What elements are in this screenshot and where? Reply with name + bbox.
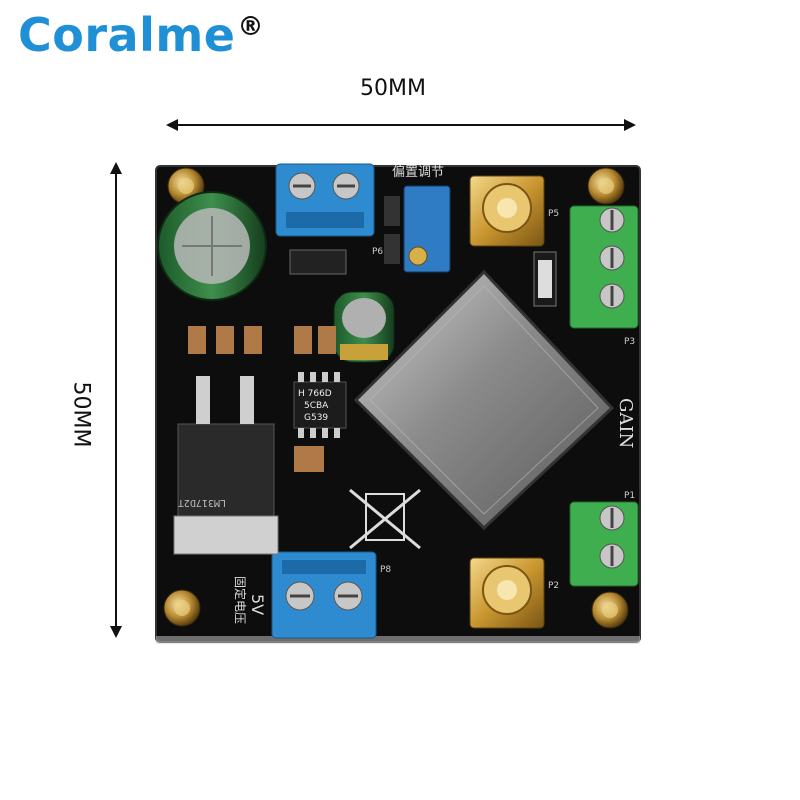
brand-name: Coralme bbox=[18, 8, 236, 62]
voltage-regulator bbox=[173, 376, 279, 555]
label-p6: P6 bbox=[372, 247, 383, 257]
electrolytic-capacitor-large bbox=[157, 191, 267, 301]
label-chip-line3: G539 bbox=[304, 413, 328, 423]
label-5v: 5V bbox=[248, 594, 267, 615]
label-chip-line1: H 766D bbox=[298, 389, 332, 399]
electrolytic-capacitor-small bbox=[333, 291, 395, 363]
mounting-screw-top-right bbox=[587, 167, 625, 205]
green-terminal-bottom bbox=[569, 501, 639, 587]
trimmer-potentiometer bbox=[403, 185, 451, 273]
label-fixed-voltage: 固定电压 bbox=[233, 576, 248, 624]
green-terminal-top bbox=[569, 205, 639, 329]
brand-logo: Coralme® bbox=[18, 8, 264, 62]
label-p1: P1 bbox=[624, 491, 635, 501]
label-gain: GAIN bbox=[615, 398, 636, 448]
width-dimension-arrow bbox=[166, 119, 636, 131]
height-dimension-arrow bbox=[110, 162, 122, 638]
disposal-bin-icon bbox=[349, 488, 421, 550]
mounting-screw-bottom-left bbox=[163, 589, 201, 627]
ic-chip bbox=[293, 372, 347, 438]
sma-connector-bottom bbox=[469, 557, 545, 629]
jumper-header bbox=[533, 251, 557, 307]
registered-mark: ® bbox=[237, 12, 264, 42]
label-p8: P8 bbox=[380, 565, 391, 575]
label-p5: P5 bbox=[548, 209, 559, 219]
sma-connector-top bbox=[469, 175, 545, 247]
blue-terminal-bottom bbox=[271, 551, 377, 639]
smd-capacitors bbox=[188, 196, 400, 472]
label-regulator: LM317D2T bbox=[178, 497, 226, 508]
label-chip-line2: 5CBA bbox=[304, 401, 329, 411]
width-dimension-label: 50MM bbox=[360, 76, 426, 101]
label-p3: P3 bbox=[624, 337, 635, 347]
blue-terminal-top bbox=[275, 163, 375, 237]
label-bias: 偏置调节 bbox=[392, 165, 444, 180]
shielded-amplifier-module bbox=[353, 269, 615, 531]
mounting-screw-bottom-right bbox=[591, 591, 629, 629]
label-p2: P2 bbox=[548, 581, 559, 591]
